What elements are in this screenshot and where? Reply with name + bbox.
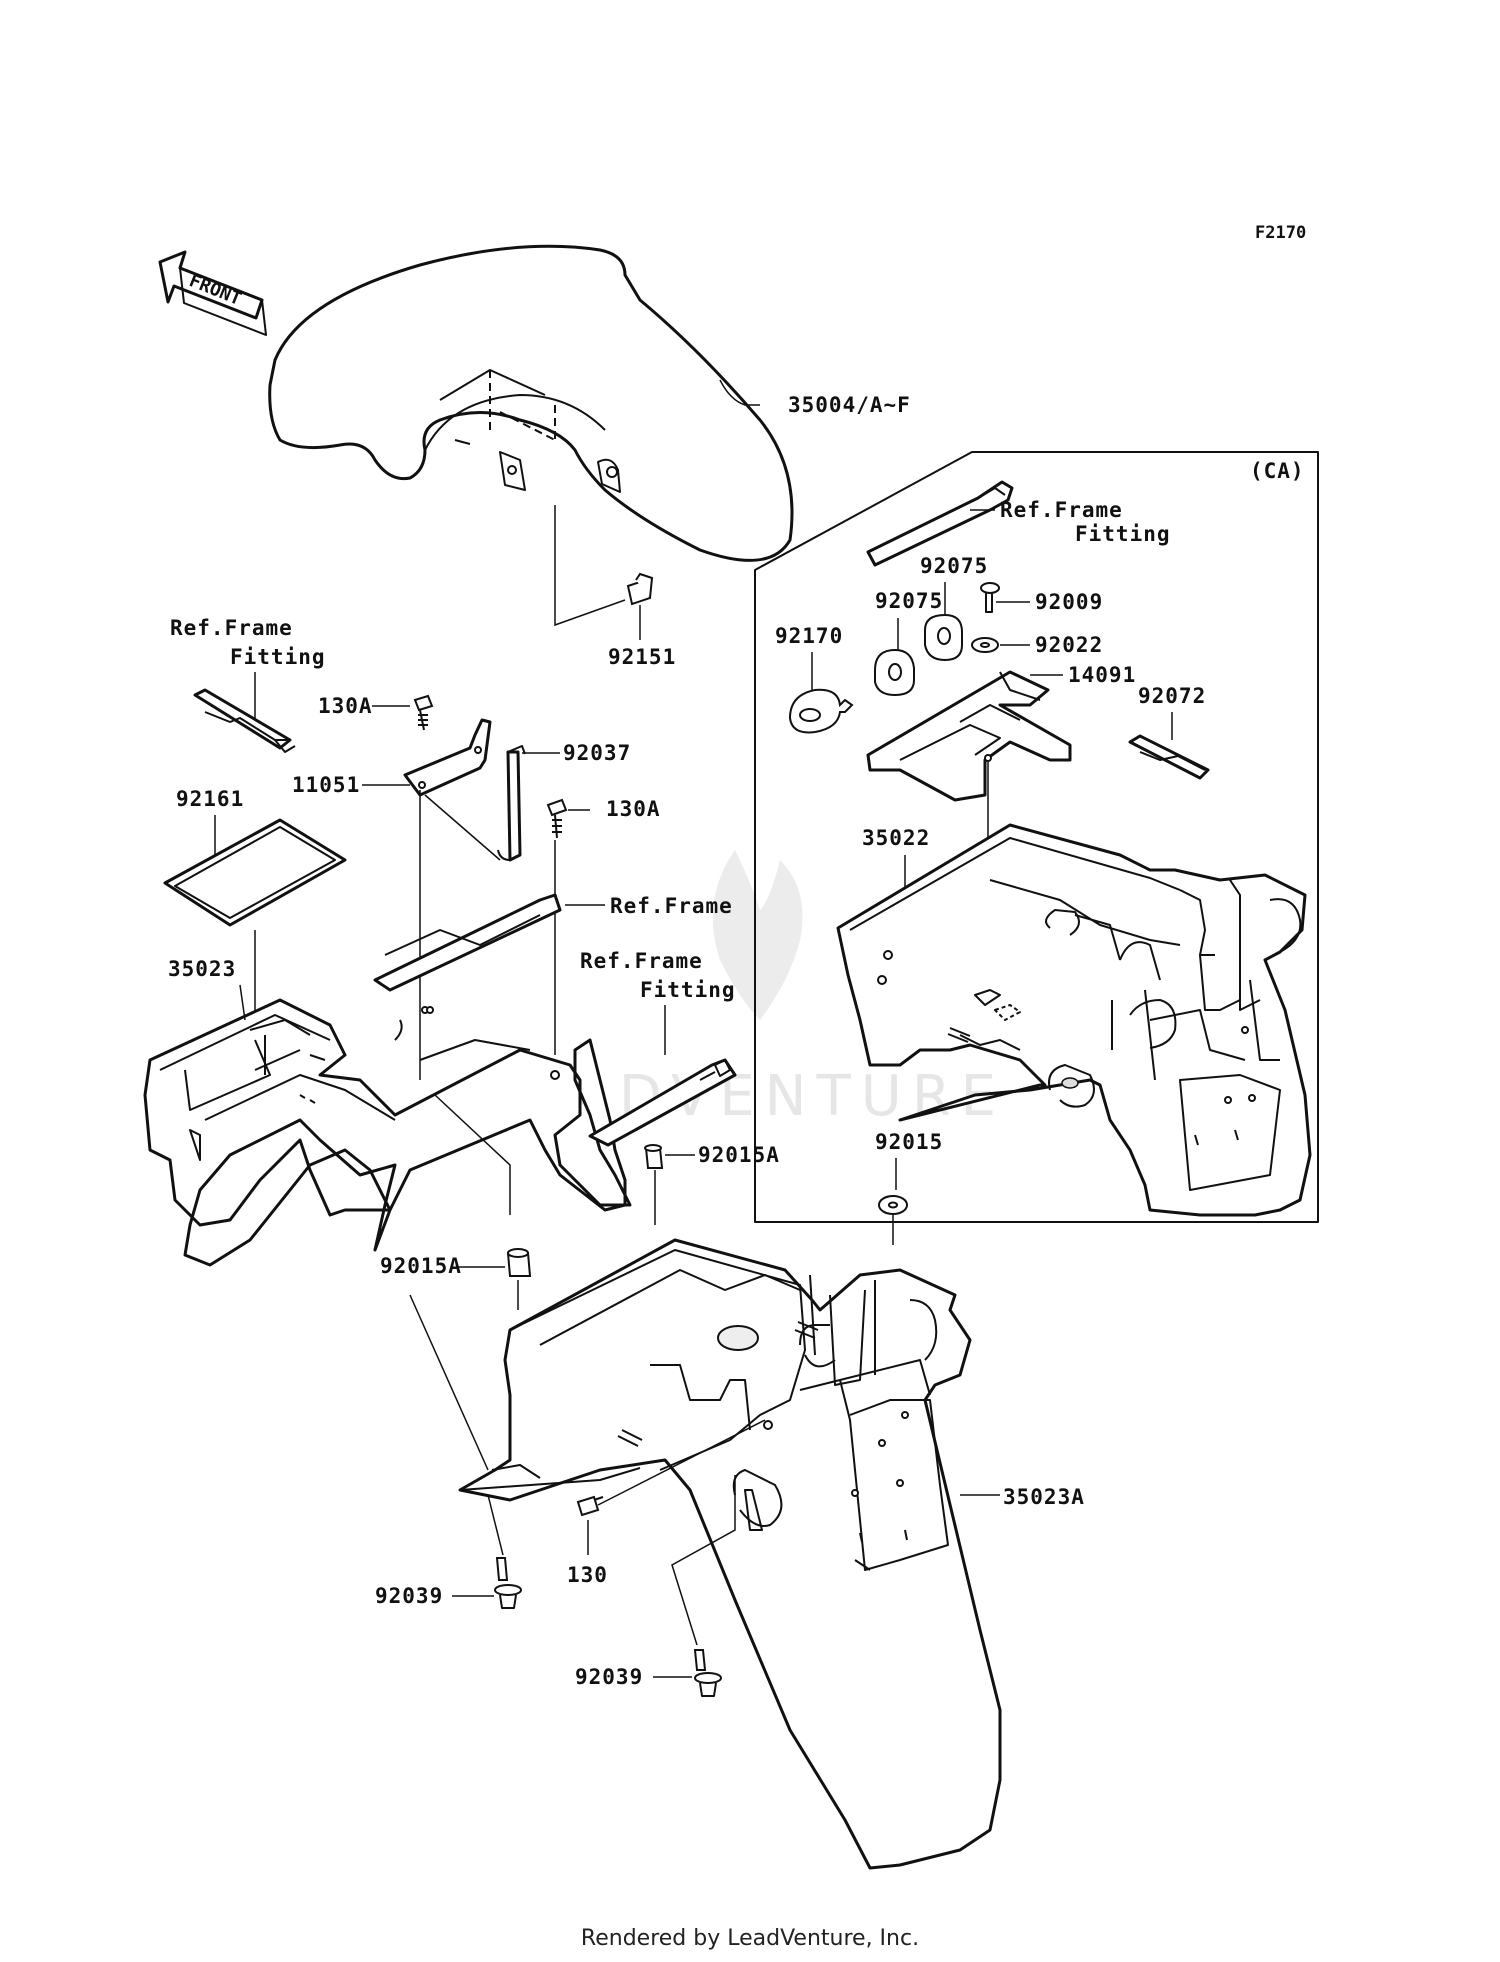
label-92072: 92072 — [1138, 684, 1206, 708]
label-ref-frame-fitting-left-2: Fitting — [230, 645, 326, 669]
battery-case-35022 — [836, 823, 1312, 1217]
clamp-92170 — [788, 688, 854, 734]
screw-92009 — [980, 582, 1000, 613]
frame-fitting-mid — [588, 1058, 737, 1147]
ca-region-box — [754, 451, 1319, 1223]
frame-fitting-left — [193, 688, 296, 753]
label-92037: 92037 — [563, 741, 631, 765]
figure-code: F2170 — [1255, 223, 1306, 243]
pad-92161 — [163, 818, 347, 927]
label-92161: 92161 — [176, 787, 244, 811]
rivet-92039-left — [494, 1557, 522, 1609]
strap-92072 — [1128, 734, 1210, 780]
label-35022: 35022 — [862, 826, 930, 850]
label-130: 130 — [567, 1563, 608, 1587]
grommet-92075-b — [874, 648, 915, 697]
grommet-92075-a — [924, 613, 963, 662]
label-11051: 11051 — [292, 773, 360, 797]
grommet-92015A-left — [506, 1248, 532, 1277]
label-35023A: 35023A — [1003, 1485, 1085, 1509]
label-92075-b: 92075 — [875, 589, 943, 613]
strap-92037 — [497, 745, 526, 862]
label-ca-ref-frame-2: Fitting — [1075, 522, 1171, 546]
battery-case-35023 — [143, 998, 632, 1267]
footer-credit: Rendered by LeadVenture, Inc. — [581, 1926, 919, 1951]
label-92039-bottom: 92039 — [575, 1665, 643, 1689]
rivet-92039-bottom — [693, 1649, 722, 1697]
rear-fender-35023A — [458, 1238, 1002, 1870]
front-fender — [268, 244, 794, 562]
label-35004: 35004/A~F — [788, 393, 911, 417]
label-92075-a: 92075 — [920, 554, 988, 578]
ca-frame-fitting — [866, 480, 1014, 567]
label-92015A-left: 92015A — [380, 1254, 462, 1278]
label-ca-ref-frame-1: Ref.Frame — [1000, 498, 1123, 522]
label-92015: 92015 — [875, 1130, 943, 1154]
label-14091: 14091 — [1068, 663, 1136, 687]
front-arrow-label: FRONT — [186, 270, 244, 310]
front-arrow-icon: FRONT — [158, 250, 267, 336]
label-ref-frame-fitting-mid-1: Ref.Frame — [580, 949, 703, 973]
frame-rail — [373, 893, 562, 1041]
bolt-130A-top — [413, 694, 434, 731]
label-92039-left: 92039 — [375, 1584, 443, 1608]
ca-region-tag: (CA) — [1250, 459, 1305, 483]
label-92015A-right: 92015A — [698, 1143, 780, 1167]
label-ref-frame-fitting-mid-2: Fitting — [640, 978, 736, 1002]
cover-14091 — [866, 670, 1072, 802]
label-92151: 92151 — [608, 645, 676, 669]
bracket-11051 — [403, 718, 501, 1080]
label-35023: 35023 — [168, 957, 236, 981]
bolt-130 — [576, 1495, 604, 1517]
label-ref-frame-fitting-left-1: Ref.Frame — [170, 616, 293, 640]
bolt-92151 — [554, 505, 654, 627]
label-92009: 92009 — [1035, 590, 1103, 614]
grommet-92015A-right — [644, 1144, 664, 1169]
label-130A-mid: 130A — [606, 797, 661, 821]
label-92170: 92170 — [775, 624, 843, 648]
label-130A-top: 130A — [318, 694, 373, 718]
label-ref-frame-mid: Ref.Frame — [610, 894, 733, 918]
washer-92022 — [971, 637, 999, 653]
bolt-130A-mid — [546, 798, 568, 839]
label-92022: 92022 — [1035, 633, 1103, 657]
washer-92015 — [878, 1195, 908, 1215]
